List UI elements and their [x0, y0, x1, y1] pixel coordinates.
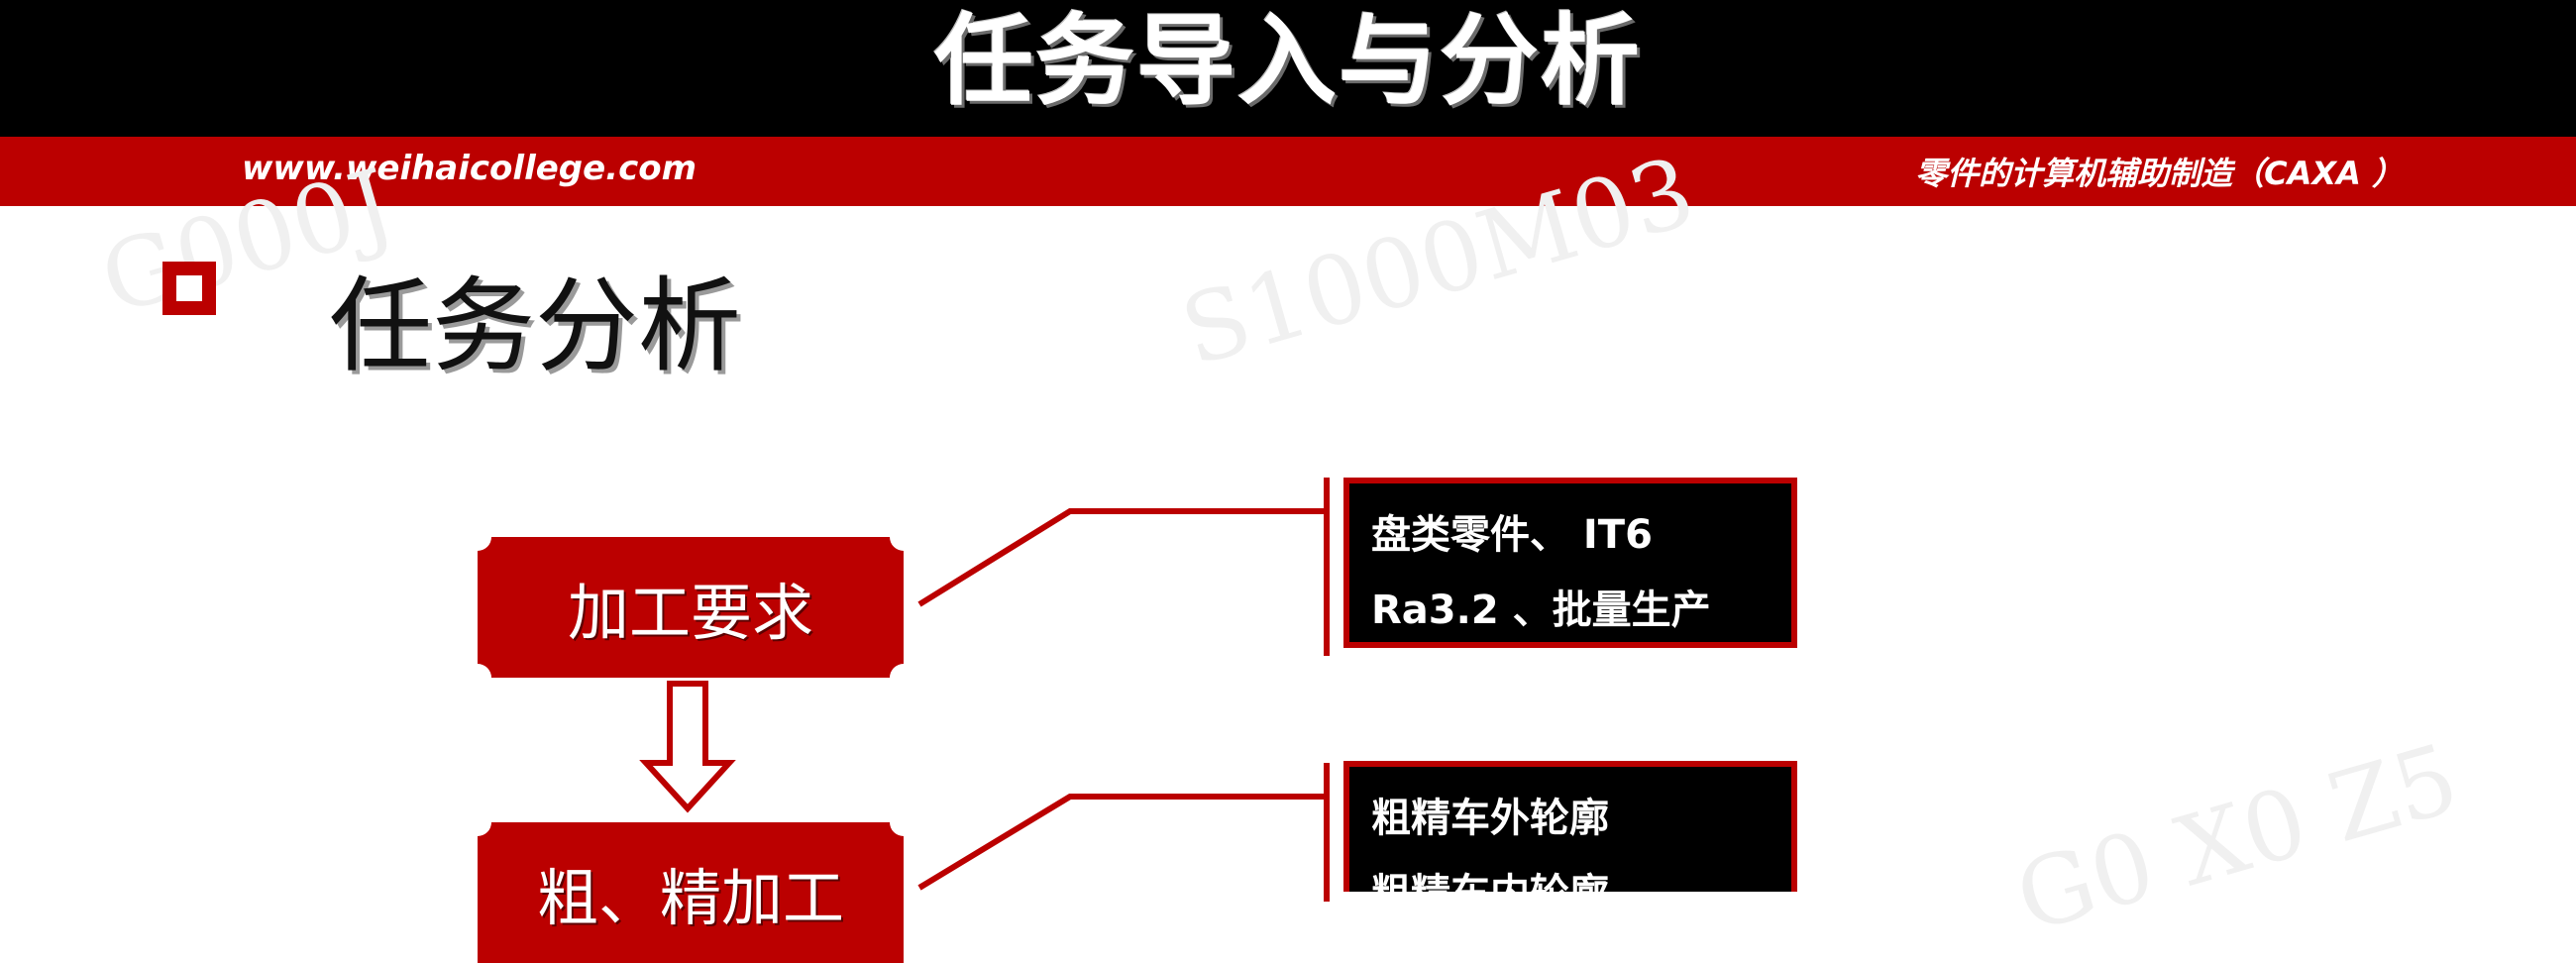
page-title: 任务导入与分析 — [934, 3, 1642, 119]
plaque-corner — [464, 808, 491, 836]
node-processing-requirements: 加工要求 — [464, 523, 917, 692]
header-bar — [0, 0, 2576, 137]
connector-2 — [917, 794, 1328, 891]
plaque-corner — [464, 523, 491, 551]
bullet-square-icon — [162, 262, 216, 315]
section-title: 任务分析 — [329, 266, 742, 386]
header-subbar — [0, 137, 2576, 206]
detail-line: 盘类零件、 IT6 — [1371, 512, 1653, 558]
plaque-corner — [464, 664, 491, 692]
plaque-corner — [890, 664, 917, 692]
detail-bar-2 — [1324, 763, 1330, 902]
site-url: www.weihaicollege.com — [242, 149, 698, 188]
plaque-corner — [890, 808, 917, 836]
node-label: 加工要求 — [567, 577, 813, 649]
detail-line: 粗精车内轮廓 — [1371, 871, 1609, 916]
plaque-corner — [890, 523, 917, 551]
down-arrow-icon — [639, 681, 736, 813]
detail-bar-1 — [1324, 478, 1330, 656]
diagram-connectors — [639, 508, 1328, 891]
detail-line: 粗精车外轮廓 — [1371, 796, 1609, 841]
node-label: 粗、精加工 — [536, 862, 844, 934]
detail-box-1: 盘类零件、 IT6 Ra3.2 、批量生产 — [1343, 478, 1797, 648]
detail-line: Ra3.2 、批量生产 — [1371, 588, 1711, 633]
course-name: 零件的计算机辅助制造（CAXA ） — [1915, 155, 2404, 192]
connector-1 — [917, 508, 1328, 607]
detail-box-2: 粗精车外轮廓 粗精车内轮廓 — [1343, 761, 1797, 916]
node-rough-finish: 粗、精加工 — [464, 808, 917, 963]
